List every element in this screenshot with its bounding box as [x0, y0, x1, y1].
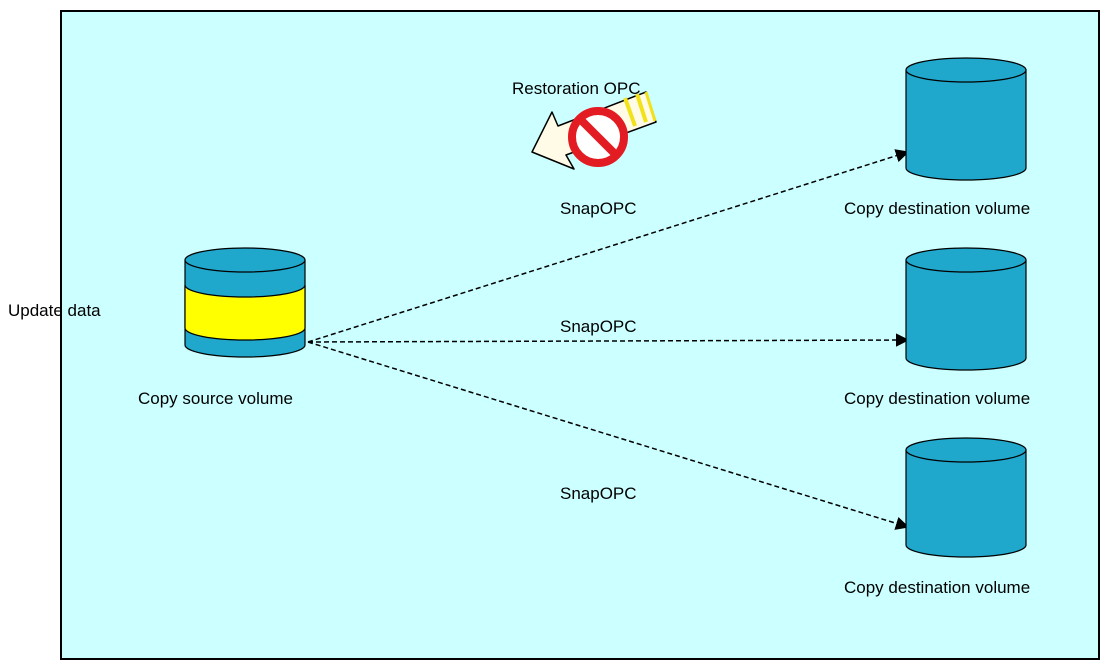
copy-destination-cylinder-icon-1	[905, 57, 1027, 181]
restoration-prohibited-arrow-icon	[531, 91, 657, 170]
snapopc-label-1: SnapOPC	[560, 199, 637, 218]
snapopc-label-3: SnapOPC	[560, 484, 637, 503]
snapopc-label-2: SnapOPC	[560, 317, 637, 336]
copy-destination-cylinder-icon-2	[905, 247, 1027, 371]
copy-destination-volume-label-2: Copy destination volume	[844, 389, 1031, 408]
copy-destination-volume-label-3: Copy destination volume	[844, 578, 1031, 597]
snapopc-arrow-1	[307, 149, 910, 343]
copy-source-volume-label: Copy source volume	[138, 389, 293, 408]
update-data-label: Update data	[8, 301, 101, 320]
update-data-band	[184, 284, 306, 341]
diagram-canvas	[184, 57, 1027, 558]
copy-source-cylinder-icon	[184, 247, 306, 358]
copy-destination-cylinder-icon-3	[905, 437, 1027, 558]
snapopc-arrow-3	[307, 341, 910, 530]
snapopc-arrow-2	[307, 333, 910, 347]
restoration-opc-label: Restoration OPC	[512, 79, 641, 98]
copy-destination-volume-label-1: Copy destination volume	[844, 199, 1031, 218]
